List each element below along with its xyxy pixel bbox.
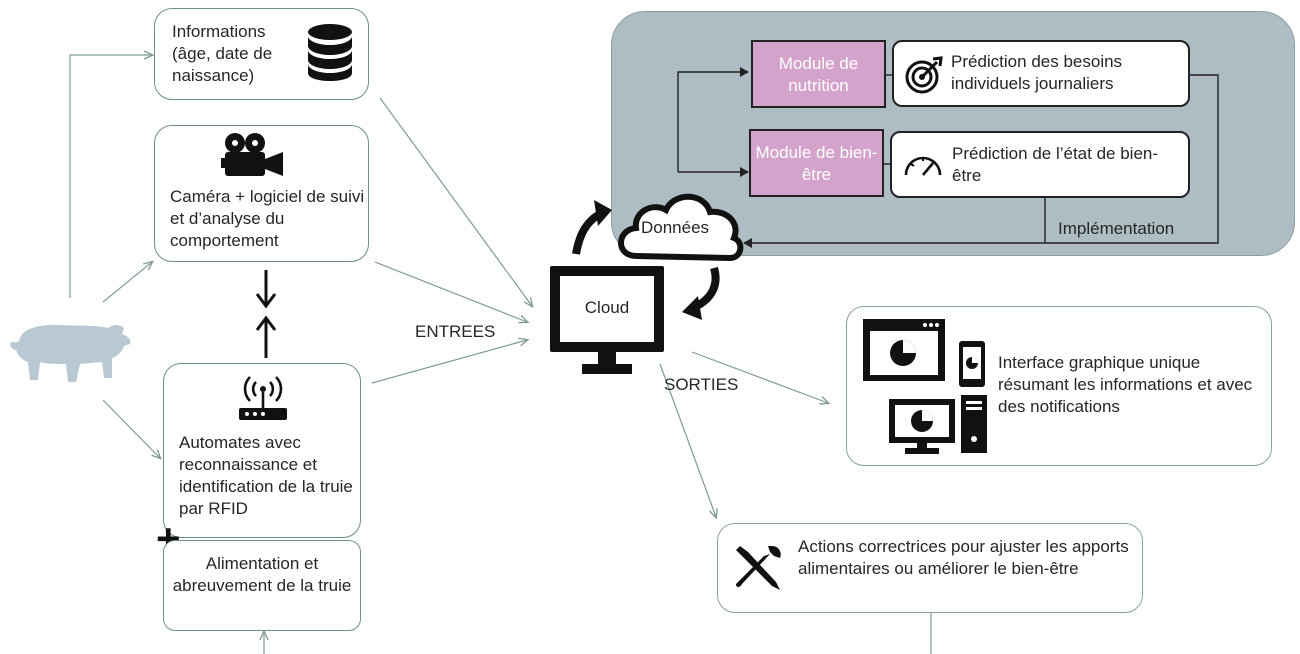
arrow-cloud-to-actions: [659, 363, 716, 517]
gauge-icon: [904, 156, 942, 176]
automates-text: Automates avec reconnaissance et identif…: [179, 433, 353, 518]
video-camera-icon: [221, 133, 283, 176]
sorties-label: SORTIES: [664, 375, 739, 394]
info-text: Informations (âge, date de naissance): [172, 22, 273, 85]
actions-box: Actions correctrices pour ajuster les ap…: [717, 523, 1143, 613]
implementation-loop: [743, 74, 1219, 248]
prediction-besoins-text: Prédiction des besoins individuels journ…: [951, 52, 1123, 93]
arrow-info-to-cloud: [379, 97, 532, 306]
arrow-pig-to-automates: [102, 399, 160, 458]
data-label: Données: [640, 218, 710, 237]
module-bienetre: Module de bien-être: [749, 129, 884, 197]
alimentation-text: Alimentation et abreuvement de la truie: [172, 554, 352, 595]
module-nutrition-label: Module de nutrition: [778, 54, 859, 95]
prediction-etat-box: Prédiction de l’état de bien-être: [890, 131, 1190, 198]
entrees-label: ENTREES: [415, 322, 496, 341]
cloud-computing-icon: [550, 193, 744, 374]
arrow-automates-to-cloud: [371, 340, 527, 384]
wifi-router-icon: [239, 376, 287, 420]
database-icon: [308, 24, 352, 81]
camera-box: Caméra + logiciel de suivi et d’analyse …: [154, 125, 369, 262]
arrow-cloud-to-interface: [691, 351, 828, 403]
module-nutrition: Module de nutrition: [751, 40, 886, 108]
arrow-pig-to-camera: [102, 262, 152, 303]
implementation-label: Implémentation: [1058, 219, 1175, 238]
interface-text: Interface graphique unique résumant les …: [998, 353, 1253, 416]
camera-text: Caméra + logiciel de suivi et d’analyse …: [170, 187, 365, 250]
info-box: Informations (âge, date de naissance): [154, 8, 369, 100]
module-bienetre-label: Module de bien-être: [755, 143, 878, 184]
tools-icon: [736, 546, 781, 590]
prediction-besoins-box: Prédiction des besoins individuels journ…: [892, 40, 1190, 107]
alimentation-box: Alimentation et abreuvement de la truie: [163, 540, 361, 631]
arrow-camera-to-cloud: [374, 261, 527, 322]
target-icon: [905, 56, 943, 94]
cloud-label: Cloud: [584, 298, 630, 317]
prediction-etat-text: Prédiction de l’état de bien-être: [952, 144, 1159, 185]
pig-icon: [10, 324, 131, 382]
interface-box: Interface graphique unique résumant les …: [846, 306, 1272, 466]
automates-box: Automates avec reconnaissance et identif…: [163, 363, 361, 538]
devices-icon: [863, 319, 987, 454]
actions-text: Actions correctrices pour ajuster les ap…: [798, 537, 1129, 578]
arrow-pig-to-info: [69, 55, 152, 298]
bidirectional-arrows-icon: [255, 270, 277, 358]
arrow-data-to-nutrition: [677, 67, 749, 172]
